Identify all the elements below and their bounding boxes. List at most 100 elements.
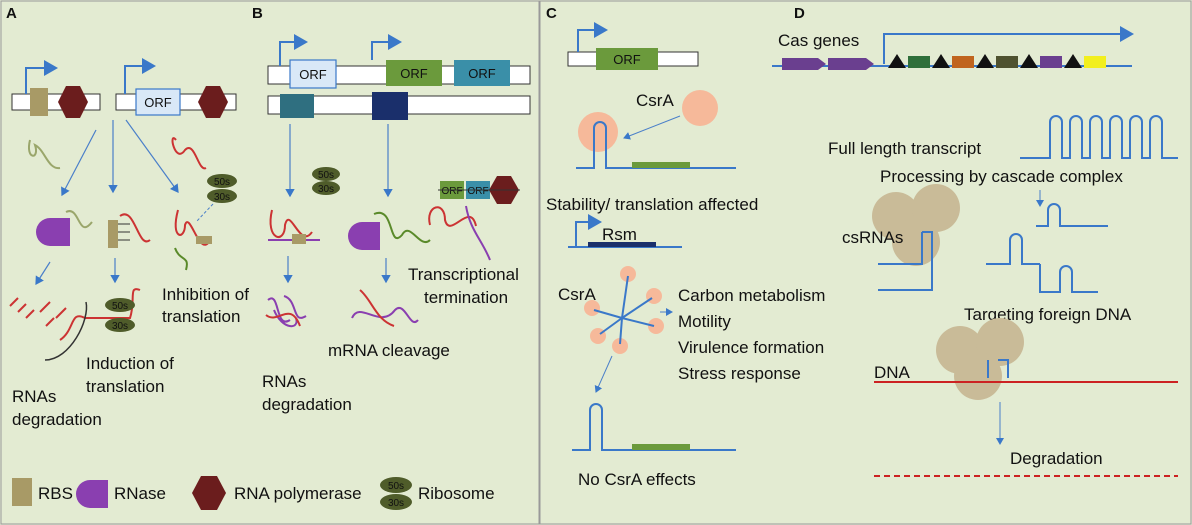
panel-d: D Cas genes Full length transcript Proce… bbox=[772, 5, 1178, 477]
a-arrow-1 bbox=[61, 129, 97, 197]
a-mrna-squiggle bbox=[171, 137, 207, 170]
legend-ribosome-30s bbox=[380, 494, 412, 510]
b-rbs-small bbox=[292, 234, 306, 244]
c-orf-label: ORF bbox=[613, 52, 641, 67]
d-full-length-label: Full length transcript bbox=[828, 139, 981, 158]
b-rnas-label-1: RNAs bbox=[262, 372, 306, 391]
legend-rnase-swatch bbox=[76, 480, 108, 508]
a-dashed-arrow bbox=[195, 203, 214, 223]
a-induction-mrna bbox=[119, 213, 151, 243]
c-rsm-label: Rsm bbox=[602, 225, 637, 244]
b-orf-small-label-2: ORF bbox=[467, 186, 488, 197]
a-rib-top-label: 50s bbox=[214, 177, 230, 188]
c-csra-label-top: CsrA bbox=[636, 91, 674, 110]
panel-d-letter: D bbox=[794, 5, 805, 22]
legend: RBS RNase RNA polymerase 50s 30s Ribosom… bbox=[12, 476, 495, 510]
c-effect-2: Virulence formation bbox=[678, 338, 824, 357]
a-rnase-shape bbox=[36, 218, 70, 246]
panel-c-letter: C bbox=[546, 5, 557, 22]
b-promoter-arrow-2 bbox=[371, 34, 402, 60]
b-cleavage-complex bbox=[373, 211, 431, 244]
b-orf-label-2: ORF bbox=[400, 66, 428, 81]
c-orf-segment bbox=[632, 162, 690, 168]
c-csra-arrow bbox=[623, 115, 681, 140]
c-csra-free bbox=[682, 90, 718, 126]
b-degraded-fragments-red bbox=[265, 312, 301, 327]
a-inhibition-label-1: Inhibition of bbox=[162, 285, 249, 304]
a-inhibition-srna bbox=[174, 247, 188, 271]
a-ribosome-30s-2 bbox=[105, 318, 135, 332]
b-teal-block bbox=[280, 94, 314, 118]
d-crispr-promoter bbox=[883, 26, 1134, 64]
c-csra-bound bbox=[578, 112, 618, 152]
d-degradation-label: Degradation bbox=[1010, 449, 1103, 468]
d-cascade-complex-2 bbox=[936, 318, 1024, 400]
c-orf-box bbox=[596, 48, 658, 70]
a-rnas-label-2: degradation bbox=[12, 410, 102, 429]
a-induction-srna-2 bbox=[44, 301, 88, 361]
a-rnas-label-1: RNAs bbox=[12, 387, 56, 406]
a-promoter-arrow-2 bbox=[124, 58, 156, 94]
d-crispr-array bbox=[888, 54, 1106, 68]
panel-b: B ORF ORF ORF 50s 30s ORF bbox=[252, 5, 531, 414]
b-rib-bottom-label: 30s bbox=[318, 184, 334, 195]
d-dna-label: DNA bbox=[874, 363, 911, 382]
b-cleaved-red bbox=[359, 289, 395, 327]
a-induction-label-2: translation bbox=[86, 377, 164, 396]
a-polymerase-hexagon bbox=[58, 86, 88, 118]
panel-a-letter: A bbox=[6, 5, 17, 22]
d-crrna-1 bbox=[878, 231, 933, 291]
b-transcriptional-label-2: termination bbox=[424, 288, 508, 307]
d-full-transcript bbox=[1020, 115, 1178, 159]
panel-b-letter: B bbox=[252, 5, 263, 22]
b-orf-label-3: ORF bbox=[468, 66, 496, 81]
b-mrna-complex bbox=[269, 209, 313, 238]
d-crrna-3 bbox=[986, 233, 1040, 265]
legend-polymerase-swatch bbox=[192, 476, 226, 510]
a-ribosome-30s bbox=[207, 189, 237, 203]
d-crrna-4 bbox=[1039, 264, 1098, 293]
c-rsm-block bbox=[588, 242, 656, 247]
c-effect-0: Carbon metabolism bbox=[678, 286, 825, 305]
c-free-hairpin bbox=[572, 403, 736, 451]
c-down-arrow bbox=[594, 355, 613, 393]
c-rsm-star bbox=[584, 266, 664, 354]
d-processing-label: Processing by cascade complex bbox=[880, 167, 1123, 186]
a-rib-bottom-label-2: 30s bbox=[112, 321, 128, 332]
d-csrnas-label: csRNAs bbox=[842, 228, 903, 247]
a-rib-top-label-2: 50s bbox=[112, 301, 128, 312]
a-arrow-3 bbox=[125, 119, 179, 193]
c-csra-label-mid: CsrA bbox=[558, 285, 596, 304]
b-orf-box-3 bbox=[454, 60, 510, 86]
panel-c: C ORF CsrA Stability/ translation affect… bbox=[546, 5, 825, 489]
legend-rbs-label: RBS bbox=[38, 484, 73, 503]
b-termination-srna bbox=[465, 205, 491, 261]
a-degraded-fragments bbox=[9, 297, 67, 327]
a-pairing-ticks bbox=[118, 223, 130, 241]
panel-ab-frame bbox=[0, 0, 540, 525]
c-hairpin-mrna bbox=[576, 121, 736, 169]
legend-polymerase-label: RNA polymerase bbox=[234, 484, 362, 503]
a-rnase-srna bbox=[65, 210, 93, 229]
d-cas-genes-label: Cas genes bbox=[778, 31, 859, 50]
c-rsm-promoter bbox=[575, 214, 602, 246]
b-navy-block bbox=[372, 92, 408, 120]
a-srna-squiggle bbox=[27, 139, 61, 170]
a-ribosome-50s-2 bbox=[105, 298, 135, 312]
a-rbs-inhibition bbox=[196, 236, 212, 244]
c-effect-1: Motility bbox=[678, 312, 731, 331]
b-rnase-shape bbox=[348, 222, 380, 250]
a-rbs-box bbox=[30, 88, 48, 116]
a-polymerase-hexagon-2 bbox=[198, 86, 228, 118]
d-cas-gene-2 bbox=[828, 58, 874, 70]
legend-rbs-swatch bbox=[12, 478, 32, 506]
b-rib-top-label: 50s bbox=[318, 170, 334, 181]
b-ribosome-30s bbox=[312, 181, 340, 195]
a-rib-bottom-label: 30s bbox=[214, 192, 230, 203]
legend-rnase-label: RNase bbox=[114, 484, 166, 503]
b-orf-box-1 bbox=[289, 59, 337, 89]
b-orf-small-label-1: ORF bbox=[441, 186, 462, 197]
c-orf-segment-2 bbox=[632, 444, 690, 450]
a-rbs-induction bbox=[108, 220, 118, 248]
a-induction-label-1: Induction of bbox=[86, 354, 174, 373]
